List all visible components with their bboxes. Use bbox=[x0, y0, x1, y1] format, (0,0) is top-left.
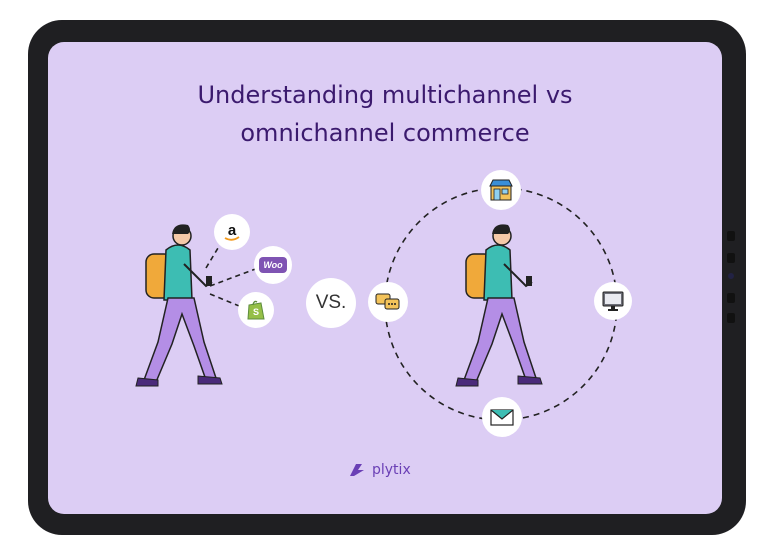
tablet-side-button bbox=[727, 253, 735, 263]
title-line-1: Understanding multichannel vs bbox=[197, 81, 573, 109]
page-title: Understanding multichannel vs omnichanne… bbox=[48, 76, 722, 152]
person-multichannel bbox=[135, 224, 223, 387]
svg-text:a: a bbox=[228, 222, 237, 239]
brand-logo: plytix bbox=[348, 462, 411, 478]
svg-text:S: S bbox=[253, 307, 259, 317]
store-icon bbox=[481, 170, 521, 210]
brand-name: plytix bbox=[372, 462, 411, 478]
woocommerce-icon: Woo bbox=[254, 246, 292, 284]
infographic-screen: Understanding multichannel vs omnichanne… bbox=[48, 42, 722, 514]
tablet-side-button bbox=[727, 231, 735, 241]
amazon-icon: a bbox=[214, 214, 250, 250]
chat-icon bbox=[368, 282, 408, 322]
shopify-icon: S bbox=[238, 292, 274, 328]
plytix-logo-icon bbox=[350, 464, 364, 476]
monitor-icon bbox=[594, 282, 632, 320]
person-omnichannel bbox=[455, 224, 543, 387]
tablet-side-button bbox=[727, 293, 735, 303]
illustration bbox=[135, 187, 618, 421]
tablet-camera bbox=[728, 273, 734, 279]
tablet-side-button bbox=[727, 313, 735, 323]
woocommerce-label: Woo bbox=[259, 257, 287, 273]
email-icon bbox=[482, 397, 522, 437]
title-line-2: omnichannel commerce bbox=[240, 119, 530, 147]
vs-bubble: VS. bbox=[306, 278, 356, 328]
